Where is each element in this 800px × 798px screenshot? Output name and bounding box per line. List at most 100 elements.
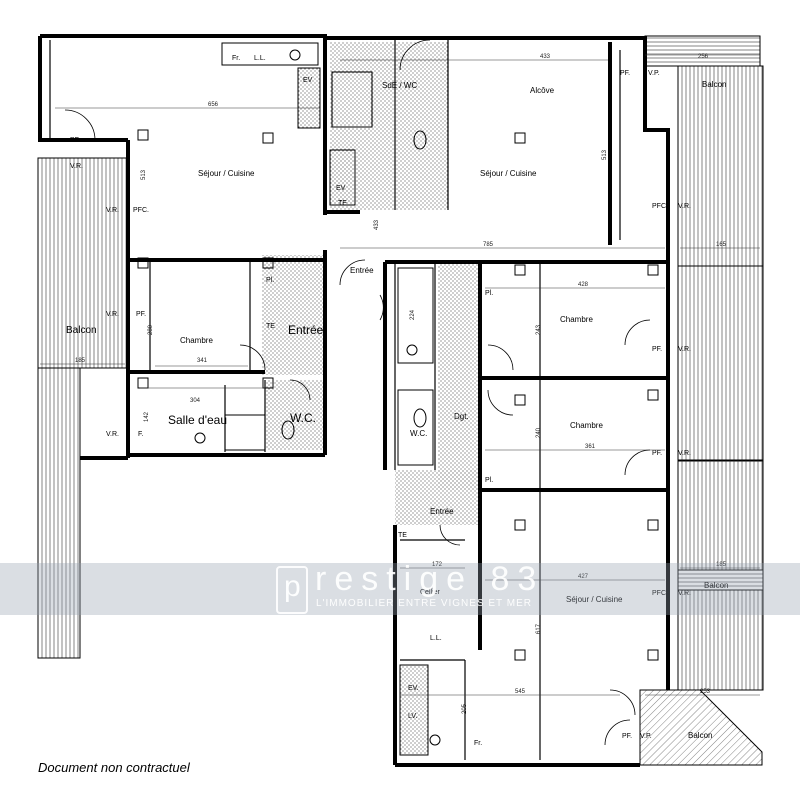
watermark-name: restige 83: [315, 560, 545, 598]
room-chambre-1: Chambre: [180, 336, 213, 345]
dim-224: 224: [410, 309, 416, 320]
label-pl-2: Pl.: [485, 290, 493, 297]
label-fr-2: Fr.: [474, 740, 482, 747]
dim-185b: 185: [716, 562, 727, 568]
tiled-corridor: [438, 260, 478, 490]
balcony-right-middle: [677, 265, 764, 462]
label-pl-1: Pl.: [266, 277, 274, 284]
label-ev-1: EV: [303, 77, 313, 84]
room-balcon-bottom-right: Balcon: [688, 731, 712, 740]
label-vp-1: V.P.: [648, 70, 660, 77]
label-vr-4: V.R.: [106, 431, 119, 438]
dim-280: 280: [148, 324, 154, 335]
label-te-2: TE: [266, 323, 275, 330]
cooktop-1: [289, 49, 301, 61]
label-vr-7: V.R.: [678, 450, 691, 457]
bath-3: [397, 267, 434, 364]
label-vr-5: V.R.: [678, 203, 691, 210]
room-chambre-3: Chambre: [570, 421, 603, 430]
label-pf-4: PF.: [652, 346, 662, 353]
sink-2: [406, 344, 418, 356]
toilet-1: [281, 420, 295, 440]
label-ev-2: EV: [336, 185, 346, 192]
label-vr-6: V.R.: [678, 346, 691, 353]
label-vr-8: V.R.: [678, 590, 691, 597]
label-ll-2: L.L.: [430, 635, 442, 642]
dim-243: 243: [536, 324, 542, 335]
dim-142: 142: [144, 411, 150, 422]
label-pf-5: PF.: [652, 450, 662, 457]
watermark-band: [0, 563, 800, 615]
toilet-2: [413, 408, 427, 428]
room-entree-1: Entrée: [288, 323, 324, 337]
tiled-entree-1: [262, 255, 324, 375]
label-vr-2: V.R.: [106, 207, 119, 214]
balcony-right-bottom: [677, 589, 764, 691]
dim-656: 656: [208, 102, 219, 108]
dim-256: 256: [698, 54, 709, 60]
label-pfc-3: PFC: [652, 590, 666, 597]
door-swings: [64, 39, 651, 746]
dim-205: 205: [462, 703, 468, 714]
label-f-1: F.: [138, 431, 144, 438]
room-sejour-1: Séjour / Cuisine: [198, 169, 255, 178]
kitchen-column-2: [329, 149, 356, 206]
label-lv-1: LV.: [408, 713, 417, 720]
tiled-entree-3: [395, 470, 480, 525]
balcony-left-lower: [37, 367, 81, 659]
label-pf-3: PF.: [620, 70, 630, 77]
balcony-bottom-right: [639, 689, 763, 766]
dim-172: 172: [432, 562, 443, 568]
balcony-right-upper: [677, 65, 764, 267]
tiled-entree-1b: [265, 380, 323, 450]
room-entree-2: Entrée: [350, 266, 374, 275]
label-pf-6: PF.: [622, 733, 632, 740]
label-te-1: TE: [338, 200, 347, 207]
label-pfc-1: PFC.: [133, 207, 149, 214]
dim-428: 428: [578, 282, 589, 288]
kitchen-column-1: [297, 67, 321, 129]
dim-433: 433: [540, 54, 551, 60]
room-sejour-3: Séjour / Cuisine: [566, 595, 623, 604]
room-chambre-2: Chambre: [560, 315, 593, 324]
room-dgt: Dgt.: [454, 412, 469, 421]
dim-545: 545: [515, 689, 526, 695]
label-ev-3: EV.: [408, 685, 419, 692]
balcony-left: [37, 157, 129, 369]
dim-361: 361: [585, 444, 596, 450]
label-vp-2: V.P.: [640, 733, 652, 740]
shower-1: [331, 71, 373, 128]
room-sejour-2: Séjour / Cuisine: [480, 169, 537, 178]
dim-165: 165: [716, 242, 727, 248]
inner-walls: [49, 40, 621, 760]
shower-2: [224, 414, 266, 451]
watermark-tagline: L'IMMOBILIER ENTRE VIGNES ET MER: [316, 598, 532, 609]
dim-513a: 513: [141, 169, 147, 180]
walls: [38, 34, 670, 767]
room-wc-1: W.C.: [290, 411, 316, 425]
room-entree-3: Entrée: [430, 507, 454, 516]
room-cellier: Cellier: [420, 589, 441, 596]
watermark-logo-letter: p: [284, 570, 301, 603]
label-pf-1: PF.: [70, 137, 80, 144]
dim-785: 785: [483, 242, 494, 248]
label-pf-2: PF.: [136, 311, 146, 318]
balcony-top-right: [644, 35, 761, 67]
room-salle-eau: Salle d'eau: [168, 413, 227, 427]
dimension-lines: [40, 54, 760, 696]
label-vr-1: V.R.: [70, 163, 83, 170]
dim-427: 427: [578, 574, 589, 580]
dim-433v: 433: [374, 219, 380, 230]
label-pfc-2: PFC: [652, 203, 666, 210]
dim-185a: 185: [75, 358, 86, 364]
room-balcon-mid-right: Balcon: [704, 581, 728, 590]
room-sde-wc: SdE / WC: [382, 81, 417, 90]
room-wc-2: W.C.: [410, 429, 427, 438]
label-fr-1: Fr.: [232, 55, 240, 62]
dim-341: 341: [197, 358, 208, 364]
wc-3-box: [397, 389, 434, 466]
toilet-3: [413, 130, 427, 150]
label-pl-3: Pl.: [485, 477, 493, 484]
label-ll-1: L.L.: [254, 55, 266, 62]
